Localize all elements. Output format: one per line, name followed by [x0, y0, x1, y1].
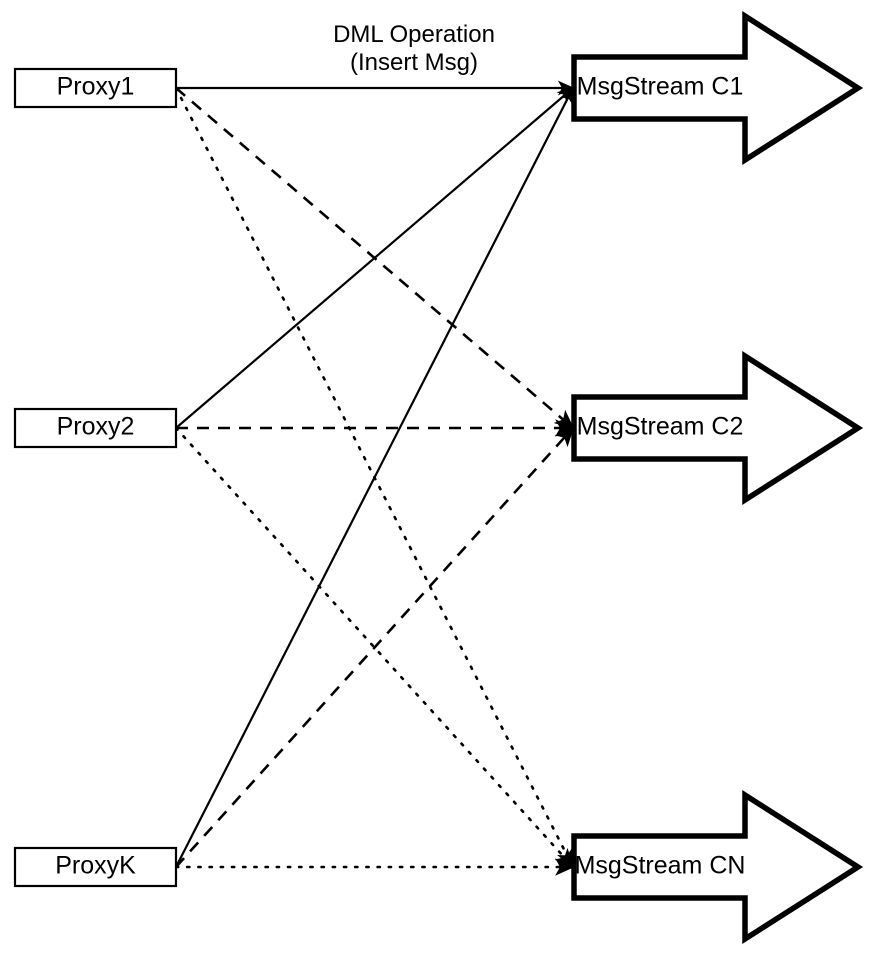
stream-c2-shape — [571, 350, 864, 506]
stream-c1: MsgStream C1 — [571, 10, 864, 166]
edge-annotation-line1: DML Operation — [333, 21, 495, 48]
connections-layer: Proxy1 → MsgStream C1Proxy1 → MsgStream … — [174, 80, 575, 876]
proxy2: Proxy2 — [13, 407, 178, 449]
stream-cn: MsgStream CN — [571, 789, 864, 945]
stream-c2: MsgStream C2 — [571, 350, 864, 506]
streams-layer: MsgStream C1 MsgStream C2 MsgStream CN — [571, 10, 864, 945]
stream-c1-label: MsgStream C1 — [577, 73, 744, 101]
proxy1-box — [13, 67, 178, 109]
edge-annotation-line2: (Insert Msg) — [350, 49, 478, 76]
proxy1: Proxy1 — [13, 67, 178, 109]
proxyk-box — [13, 846, 178, 888]
stream-cn-shape — [571, 789, 864, 945]
proxy1-label: Proxy1 — [57, 73, 135, 101]
connection-proxy2-to-cn: Proxy2 → MsgStream CN — [174, 426, 575, 869]
stream-cn-label: MsgStream CN — [575, 852, 746, 880]
proxyk: ProxyK — [13, 846, 178, 888]
stream-c2-label: MsgStream C2 — [577, 413, 744, 441]
proxy2-label: Proxy2 — [57, 413, 135, 441]
proxyk-label: ProxyK — [55, 852, 136, 880]
connection-proxyk-to-c2: ProxyK → MsgStream C2 — [175, 426, 575, 868]
proxy2-box — [13, 407, 178, 449]
edge-annotation: DML Operation(Insert Msg) — [333, 21, 495, 76]
stream-c1-shape — [571, 10, 864, 166]
connection-proxyk-to-c1: ProxyK → MsgStream C1 — [175, 86, 574, 868]
connection-proxy2-to-c1: Proxy2 → MsgStream C1 — [175, 87, 575, 429]
